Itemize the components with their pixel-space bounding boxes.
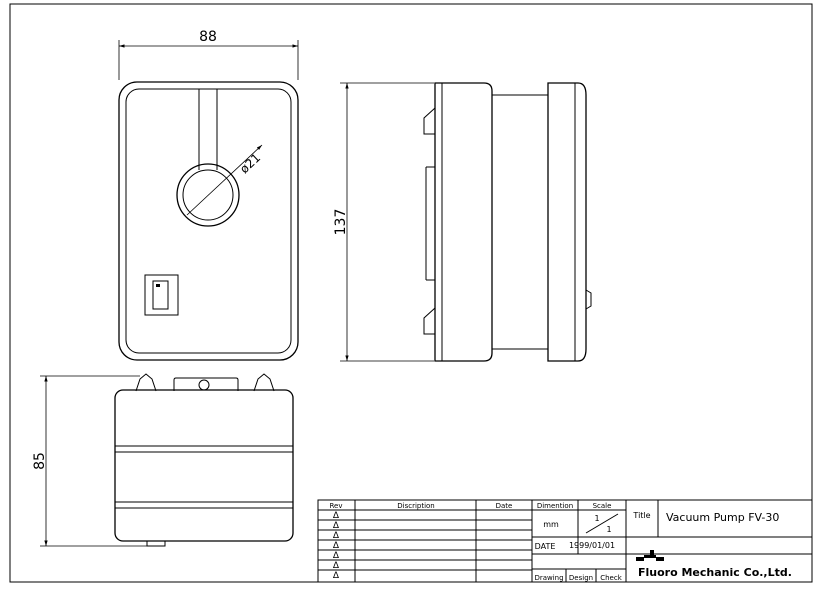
- scale-numerator: 1: [594, 514, 599, 523]
- rev-marker: Δ: [333, 531, 340, 541]
- switch-frame: [144, 274, 179, 316]
- front-view: ø21 88: [118, 29, 299, 361]
- bottom-base-foot: [146, 540, 166, 547]
- side-front-cap: [547, 82, 587, 362]
- side-view: 137: [333, 82, 592, 362]
- drawing-border: [9, 3, 813, 583]
- port-outer-circle: [176, 163, 240, 227]
- switch-indicator: [156, 284, 160, 287]
- front-outer-body: [118, 81, 299, 361]
- dimension-header: Dimention: [537, 502, 573, 510]
- rev-marker: Δ: [333, 551, 340, 561]
- side-main-body: [434, 82, 493, 362]
- scale-divider: [585, 513, 619, 534]
- design-label: Design: [569, 574, 593, 582]
- side-foot-top: [423, 107, 436, 135]
- date-header: Date: [496, 502, 513, 510]
- rev-header: Rev: [330, 502, 343, 510]
- bottom-connector: [173, 377, 239, 391]
- rev-marker: Δ: [333, 541, 340, 551]
- title-block: Rev Discription Date Dimention Scale Δ Δ…: [317, 499, 813, 583]
- drawing-label: Drawing: [534, 574, 563, 582]
- description-header: Discription: [397, 502, 435, 510]
- rev-marker: Δ: [333, 521, 340, 531]
- bottom-foot-left: [135, 373, 157, 392]
- rev-marker: Δ: [333, 561, 340, 571]
- switch-rocker: [152, 280, 169, 310]
- title-value: Vacuum Pump FV-30: [666, 511, 779, 524]
- port-inner-circle: [182, 169, 234, 221]
- diameter-leader: [186, 144, 263, 216]
- width-label: 88: [199, 29, 217, 45]
- diameter-label: ø21: [237, 151, 263, 177]
- bottom-view: 85: [32, 373, 294, 547]
- title-label: Title: [632, 511, 650, 520]
- front-inner-panel: [125, 88, 292, 354]
- scale-denominator: 1: [606, 525, 611, 534]
- check-label: Check: [600, 574, 622, 582]
- bottom-body: [114, 389, 294, 542]
- side-switch-profile: [585, 289, 592, 310]
- title-block-frame: [317, 499, 813, 583]
- date-label: DATE: [535, 542, 556, 551]
- bottom-connector-hole: [198, 379, 210, 391]
- bottom-height-label: 85: [32, 452, 48, 470]
- company-name: Fluoro Mechanic Co.,Ltd.: [638, 566, 792, 579]
- bottom-foot-right: [253, 373, 275, 392]
- scale-header: Scale: [593, 502, 612, 510]
- rev-marker: Δ: [333, 511, 340, 521]
- side-middle-section: [491, 94, 549, 350]
- date-value: 1999/01/01: [569, 541, 615, 550]
- company-logo: [636, 550, 664, 561]
- dimension-unit: mm: [543, 520, 559, 529]
- rev-marker: Δ: [333, 571, 340, 581]
- side-foot-bottom: [423, 307, 436, 335]
- height-label: 137: [333, 209, 349, 236]
